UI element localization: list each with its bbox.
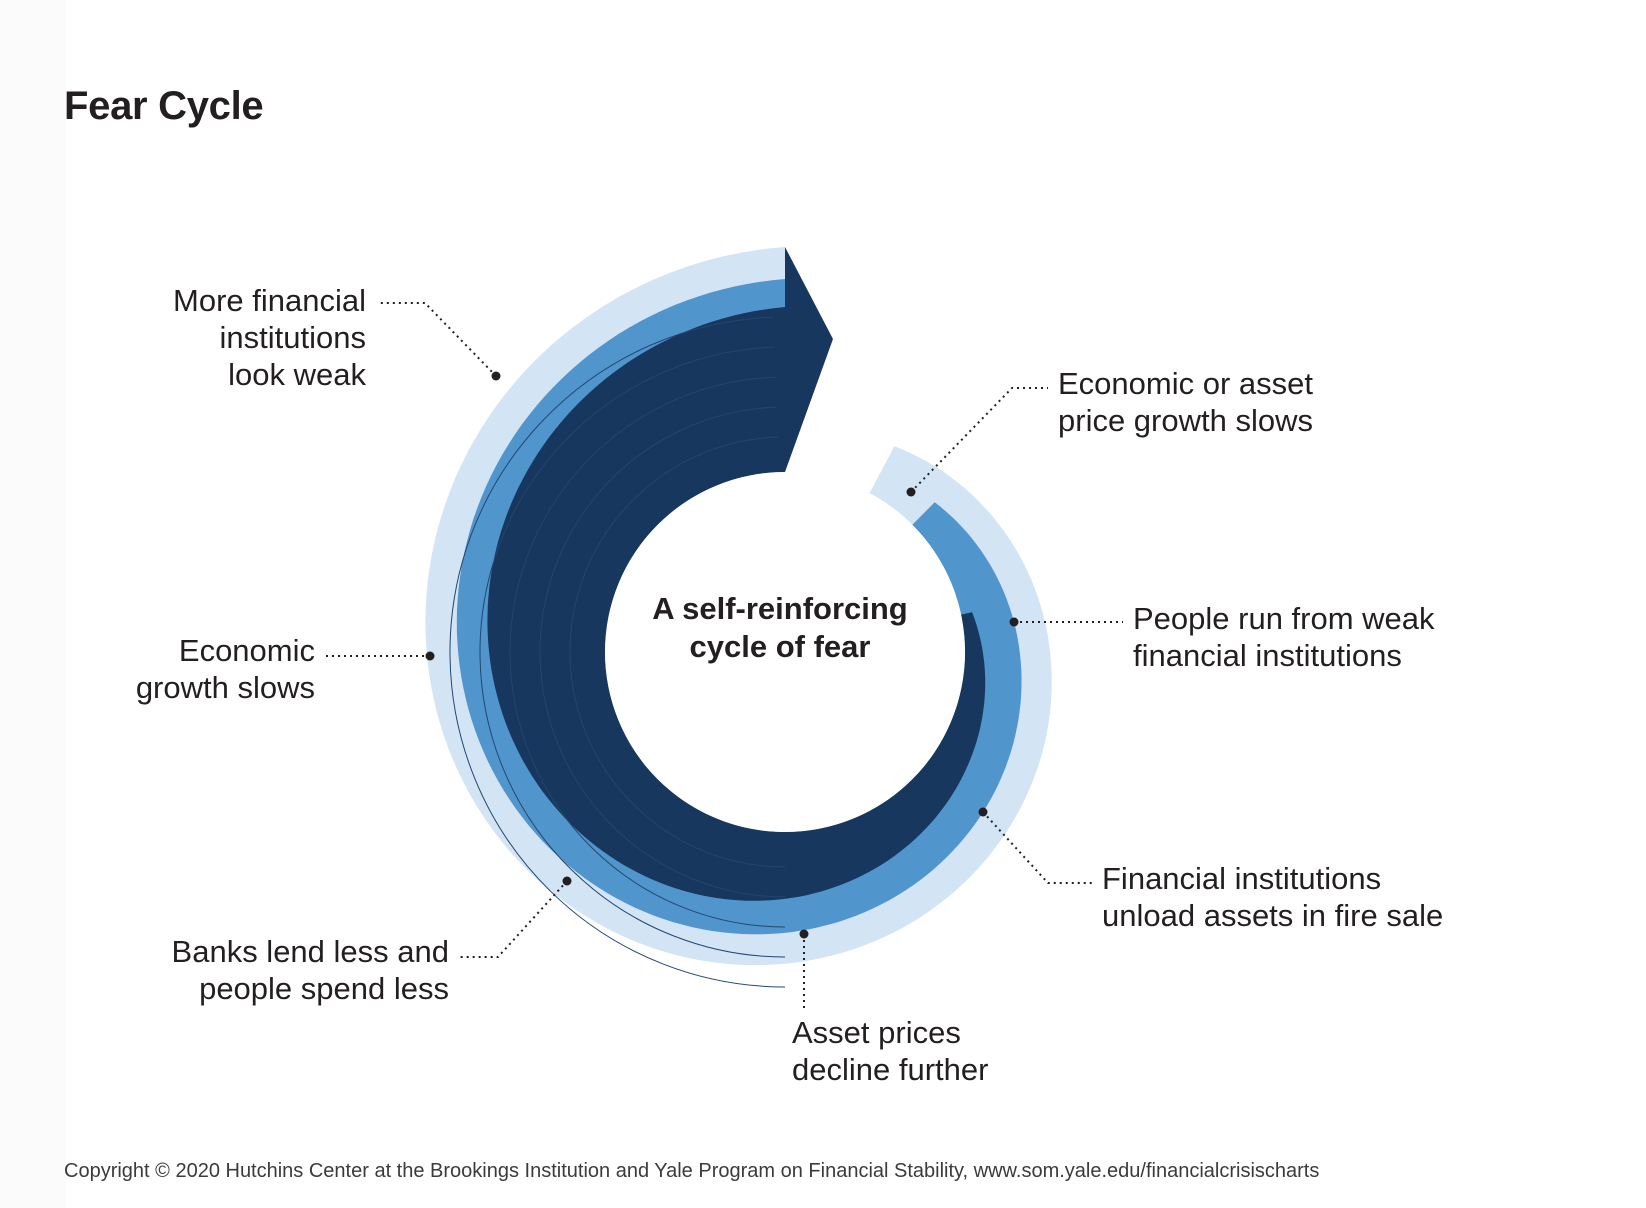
guide-arc: [479, 346, 786, 958]
left-margin-strip: [0, 0, 66, 1208]
guide-arc: [539, 406, 786, 898]
stage-label-asset-prices-decline: Asset prices decline further: [792, 1014, 988, 1088]
stage-label-line: financial institutions: [1133, 638, 1402, 673]
stage-label-line: More financial: [173, 283, 366, 318]
center-label-line-2: cycle of fear: [689, 629, 871, 664]
stage-label-economic-growth-slows: Economic growth slows: [110, 632, 315, 706]
stage-label-line: Financial institutions: [1102, 861, 1382, 896]
stage-label-line: Asset prices: [792, 1015, 961, 1050]
stage-label-line: look weak: [228, 357, 366, 392]
stage-label-line: decline further: [792, 1052, 989, 1087]
stage-label-line: people spend less: [199, 971, 449, 1006]
stage-label-line: institutions: [219, 320, 366, 355]
leader-line: [910, 387, 1048, 493]
leader-dot: [978, 807, 988, 817]
copyright-footer: Copyright © 2020 Hutchins Center at the …: [64, 1160, 1320, 1182]
leader-lines: [325, 302, 1123, 1010]
spiral-rings: [425, 247, 1052, 966]
spiral-band-dark: [487, 307, 986, 901]
guide-arc: [449, 316, 786, 988]
leader-dot: [425, 651, 435, 661]
leader-dot: [906, 487, 916, 497]
stage-label-fire-sale: Financial institutions unload assets in …: [1102, 860, 1443, 934]
stage-label-line: Economic: [178, 633, 315, 668]
spiral-arrowhead: [785, 247, 833, 472]
guide-arc: [569, 436, 786, 868]
stage-label-growth-slows-asset: Economic or asset price growth slows: [1058, 365, 1313, 439]
stage-label-banks-lend-less: Banks lend less and people spend less: [150, 933, 449, 1007]
diagram-title: Fear Cycle: [64, 84, 264, 128]
stage-label-line: growth slows: [135, 670, 315, 705]
leader-line: [378, 302, 497, 377]
leader-dot: [491, 371, 501, 381]
leader-line: [458, 880, 568, 958]
stage-label-line: People run from weak: [1133, 601, 1435, 636]
leader-dot: [562, 876, 572, 886]
guide-arc: [509, 376, 786, 928]
leader-dot: [1009, 617, 1019, 627]
dark-band-guides: [449, 316, 786, 988]
leader-dot: [799, 929, 809, 939]
stage-label-line: Banks lend less and: [171, 934, 449, 969]
stage-label-line: price growth slows: [1058, 403, 1313, 438]
stage-label-run-from-weak: People run from weak financial instituti…: [1133, 600, 1435, 674]
stage-label-line: unload assets in fire sale: [1102, 898, 1444, 933]
center-disk: [605, 472, 965, 832]
leader-line: [982, 811, 1092, 884]
stage-label-line: Economic or asset: [1058, 366, 1313, 401]
stage-label-more-weak: More financial institutions look weak: [150, 282, 366, 393]
center-label-line-1: A self-reinforcing: [652, 591, 908, 626]
center-label: A self-reinforcing cycle of fear: [620, 590, 940, 666]
